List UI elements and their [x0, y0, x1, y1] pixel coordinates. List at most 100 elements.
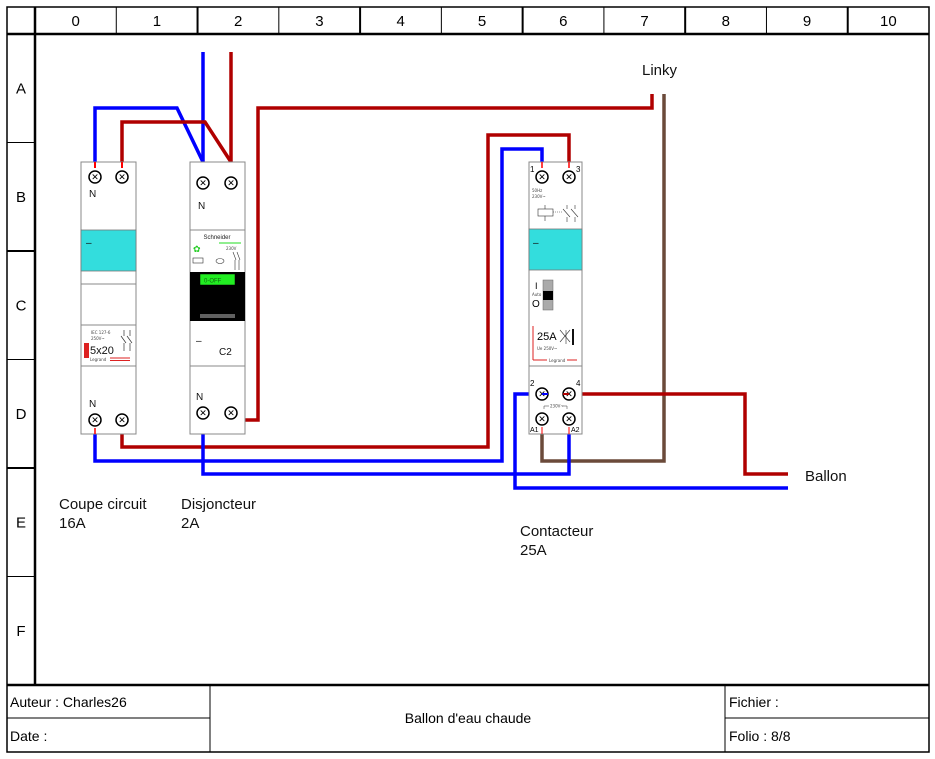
- ct-term-1-label: 1: [530, 165, 535, 174]
- disj-terminal-bottom-l: ✕: [224, 406, 238, 420]
- coupe-circuit-label: Coupe circuit: [59, 496, 147, 513]
- ct-mode-on: I: [535, 281, 538, 291]
- wire-phase-to-ballon: [569, 392, 788, 476]
- column-header-0: 0: [71, 13, 79, 30]
- svg-text:✕: ✕: [565, 415, 573, 425]
- disj-toggle-text: 0-OFF: [204, 279, 222, 285]
- cc-terminal-top-n: ✕: [88, 170, 102, 184]
- drawing-title: Ballon d'eau chaude: [405, 710, 532, 726]
- wire-phase-to-linky: [231, 94, 654, 422]
- cc-terminal-bottom-l: ✕: [115, 413, 129, 427]
- svg-text:✕: ✕: [199, 179, 207, 189]
- wire-neutral-disj-to-a2: [201, 434, 571, 476]
- disj-top-n-label: N: [198, 201, 205, 212]
- ct-a1-label: A1: [530, 427, 539, 434]
- svg-text:✕: ✕: [91, 416, 99, 426]
- cc-window-mark: –: [86, 238, 92, 249]
- cc-terminal-top-l: ✕: [115, 170, 129, 184]
- ct-term-3-label: 3: [576, 165, 581, 174]
- linky-label: Linky: [642, 62, 678, 79]
- disj-brand: Schneider: [203, 235, 230, 241]
- row-header-C: C: [16, 297, 27, 314]
- wire-phase-cc-top: [120, 120, 233, 163]
- svg-text:✕: ✕: [227, 179, 235, 189]
- ct-ue: Ue 250V~: [537, 346, 557, 351]
- cc-terminal-bottom-n: ✕: [88, 413, 102, 427]
- wire-neutral-cc-to-contactor: [93, 147, 544, 463]
- disjoncteur-label: Disjoncteur: [181, 496, 256, 513]
- column-header-2: 2: [234, 13, 242, 30]
- svg-text:✕: ✕: [118, 173, 126, 183]
- disj-terminal-top-n: ✕: [196, 176, 210, 190]
- cc-top-n-label: N: [89, 189, 96, 200]
- column-header-5: 5: [478, 13, 486, 30]
- column-header-7: 7: [640, 13, 648, 30]
- disj-switch-symbol: [232, 251, 241, 270]
- ct-voltage: 230V~: [532, 194, 546, 199]
- ct-coil-voltage: 230V~: [550, 404, 564, 409]
- cc-brand-badge: [84, 343, 89, 358]
- ct-brand: Legrand: [549, 358, 566, 363]
- author-field: Auteur : Charles26: [10, 694, 127, 710]
- title-block: Auteur : Charles26 Date : Ballon d'eau c…: [7, 685, 929, 752]
- contacteur-module[interactable]: 1 3 ✕ ✕ 50Hz 230V~ – I Auto O 25A Ue 250…: [528, 161, 583, 435]
- ct-terminal-a2: ✕: [562, 412, 576, 426]
- ct-window-mark: –: [533, 238, 539, 249]
- cc-switch-symbol: [120, 330, 133, 351]
- row-header-A: A: [16, 80, 26, 97]
- cc-fuse-rating: 5x20: [90, 345, 114, 357]
- disjoncteur-module[interactable]: ✕ ✕ N Schneider ✿ 230V 0-OFF – C2 N ✕ ✕: [189, 161, 246, 435]
- ct-a2-label: A2: [571, 427, 580, 434]
- disj-terminal-bottom-n: ✕: [196, 406, 210, 420]
- column-header-10: 10: [880, 13, 897, 30]
- wire-neutral-cc-top: [93, 106, 205, 163]
- svg-text:✕: ✕: [538, 415, 546, 425]
- svg-text:✕: ✕: [227, 409, 235, 419]
- svg-text:✕: ✕: [538, 173, 546, 183]
- cc-spec2: 250V~: [91, 336, 105, 341]
- column-header-6: 6: [559, 13, 567, 30]
- cc-bottom-n-label: N: [89, 399, 96, 410]
- contacteur-label: Contacteur: [520, 523, 593, 540]
- disj-bottom-n-label: N: [196, 392, 203, 403]
- column-header-9: 9: [803, 13, 811, 30]
- svg-text:✕: ✕: [91, 173, 99, 183]
- coupe-circuit-module[interactable]: – ✕ ✕ N IEC 127-6 250V~ 5x20 Legrand N ✕…: [80, 161, 137, 435]
- column-header-1: 1: [153, 13, 161, 30]
- disj-terminal-top-l: ✕: [224, 176, 238, 190]
- contacteur-rating-label: 25A: [520, 542, 547, 559]
- disj-window-mark: –: [196, 336, 202, 347]
- wires: [93, 52, 788, 490]
- ct-terminal-1: ✕: [535, 170, 549, 184]
- disj-curve-rating: C2: [219, 347, 232, 358]
- row-header-E: E: [16, 514, 26, 531]
- cc-brand: Legrand: [90, 357, 107, 362]
- ct-term-2-label: 2: [530, 379, 535, 388]
- ct-terminal-3: ✕: [562, 170, 576, 184]
- disjoncteur-rating-label: 2A: [181, 515, 199, 532]
- cc-spec1: IEC 127-6: [91, 330, 111, 335]
- ct-mode-off: O: [532, 299, 540, 310]
- ct-mode-auto: Auto: [532, 292, 542, 297]
- coupe-circuit-rating-label: 16A: [59, 515, 86, 532]
- disj-spec: 230V: [226, 246, 237, 251]
- svg-text:✕: ✕: [199, 409, 207, 419]
- row-header-F: F: [16, 623, 25, 640]
- date-field: Date :: [10, 728, 47, 744]
- ct-freq: 50Hz: [532, 188, 542, 193]
- wire-pilot-linky: [540, 94, 666, 463]
- column-header-8: 8: [722, 13, 730, 30]
- wire-phase-cc-to-contactor: [120, 133, 571, 449]
- file-field: Fichier :: [729, 694, 779, 710]
- drawing-frame: [6, 6, 930, 753]
- ct-contact-symbol: [559, 329, 571, 344]
- ballon-label: Ballon: [805, 468, 847, 485]
- svg-text:✕: ✕: [565, 173, 573, 183]
- row-header-D: D: [16, 406, 27, 423]
- disj-logo-icon: ✿: [193, 245, 201, 255]
- ct-term-4-label: 4: [576, 379, 581, 388]
- folio-field: Folio : 8/8: [729, 728, 791, 744]
